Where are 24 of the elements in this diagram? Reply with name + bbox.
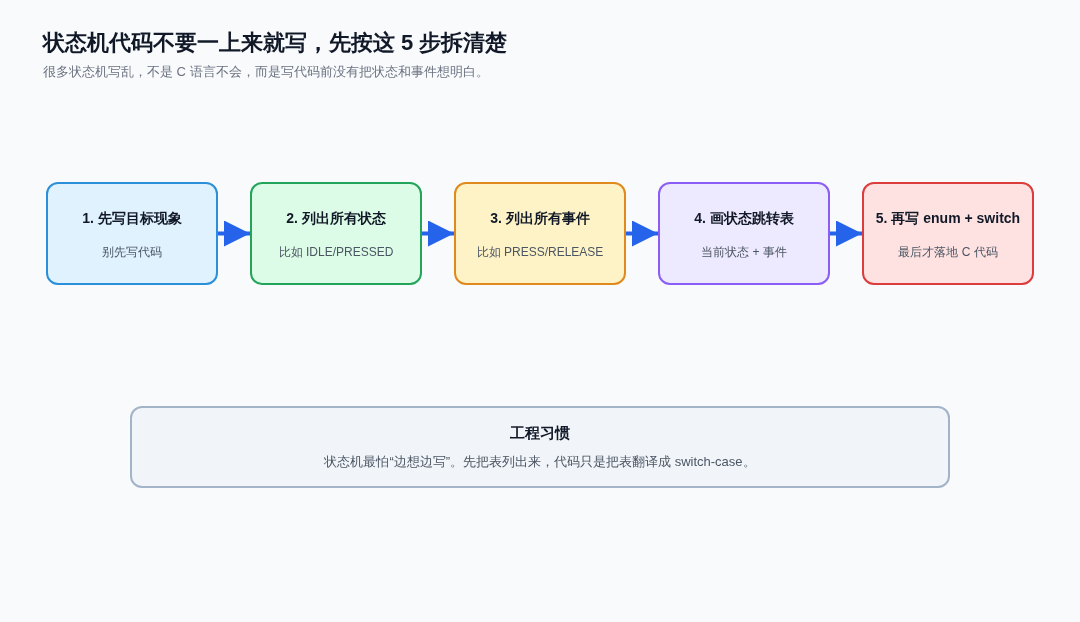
- subtitle: 很多状态机写乱，不是 C 语言不会，而是写代码前没有把状态和事件想明白。: [43, 63, 489, 81]
- step-title: 2. 列出所有状态: [286, 208, 386, 228]
- step-title: 5. 再写 enum + switch: [875, 208, 1021, 228]
- step-title: 3. 列出所有事件: [490, 208, 590, 228]
- step-description: 比如 IDLE/PRESSED: [278, 243, 394, 260]
- arrow: [830, 220, 862, 247]
- step-box: [454, 182, 626, 285]
- arrow: [422, 220, 454, 247]
- step-box: [250, 182, 422, 285]
- arrow: [626, 220, 658, 247]
- note-box: [130, 406, 950, 488]
- arrow: [218, 220, 250, 247]
- step-box: [46, 182, 218, 285]
- note-description: 状态机最怕“边想边写”。先把表列出来，代码只是把表翻译成 switch-case。: [324, 453, 756, 471]
- note-title: 工程习惯: [510, 423, 570, 443]
- diagram-title: 状态机代码不要一上来就写，先按这 5 步拆清楚: [43, 29, 508, 57]
- step-box: [862, 182, 1034, 285]
- step-description: 当前状态 + 事件: [701, 243, 787, 260]
- step-title: 4. 画状态跳转表: [694, 208, 794, 228]
- step-description: 别先写代码: [102, 243, 162, 260]
- step-title: 1. 先写目标现象: [82, 208, 182, 228]
- step-box: [658, 182, 830, 285]
- step-description: 比如 PRESS/RELEASE: [476, 243, 604, 260]
- step-description: 最后才落地 C 代码: [898, 243, 998, 260]
